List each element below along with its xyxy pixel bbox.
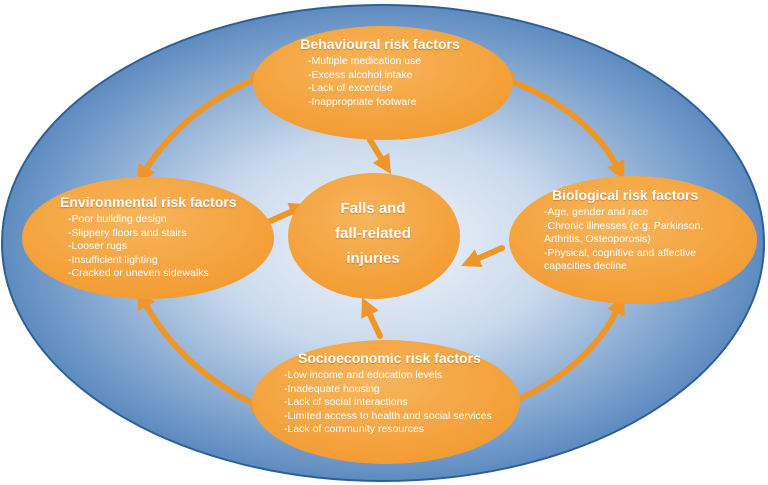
- list-item: capacities decline: [544, 260, 627, 272]
- list-item: -Slippery floors and stairs: [68, 226, 187, 239]
- list-item: -Lack of social interactions: [284, 396, 408, 408]
- list-item: Arthritis, Osteoporosis): [544, 233, 651, 245]
- environmental-node: [22, 177, 274, 299]
- socioeconomic-risk-factors: Socioeconomic risk factors -Low income a…: [276, 350, 536, 437]
- biological-title: Biological risk factors: [552, 187, 699, 203]
- center-line: injuries: [346, 250, 400, 267]
- list-item: -Looser rugs: [68, 240, 127, 252]
- list-item: -Multiple medication use: [308, 55, 422, 67]
- arrow-environmental-to-center: [265, 203, 309, 225]
- arrow-behavioural-biological: [493, 72, 625, 181]
- arrow-behavioural-environmental: [137, 70, 271, 185]
- biological-risk-factors: Biological risk factors -Age, gender and…: [512, 187, 752, 274]
- behavioural-node: [253, 26, 513, 140]
- list-item: -Inappropriate footware: [308, 95, 417, 108]
- list-item: -Cracked or uneven sidewalks: [68, 267, 209, 279]
- list-item: -Chronic illnesses (e.g. Parkinson,: [544, 219, 704, 232]
- arrow-environmental-socioeconomic: [137, 289, 271, 413]
- center-node: [288, 173, 460, 299]
- environmental-items: -Poor building design -Slippery floors a…: [68, 213, 260, 281]
- socioeconomic-title: Socioeconomic risk factors: [298, 350, 481, 366]
- list-item: -Inadequate housing: [284, 382, 380, 395]
- behavioural-risk-factors: Behavioural risk factors -Multiple medic…: [260, 36, 500, 109]
- socioeconomic-node: [252, 340, 520, 464]
- list-item: -Lack of excercise: [308, 82, 393, 94]
- behavioural-items: -Multiple medication use -Excess alcohol…: [308, 55, 500, 109]
- inner-arrows: [265, 137, 505, 339]
- list-item: -Poor building design: [68, 213, 167, 225]
- list-item: -Age, gender and race: [544, 206, 649, 218]
- environmental-title: Environmental risk factors: [60, 194, 237, 210]
- falls-and-injuries: Falls and fall-related injuries: [298, 196, 448, 271]
- list-item: -Physical, cognitive and affective: [544, 246, 697, 259]
- arrow-biological-socioeconomic: [497, 295, 625, 411]
- environmental-risk-factors: Environmental risk factors -Poor buildin…: [60, 194, 260, 281]
- list-item: -Low income and education levels: [284, 369, 443, 381]
- socioeconomic-items: -Low income and education levels -Inadeq…: [284, 369, 536, 437]
- arrow-socioeconomic-to-center: [361, 297, 383, 339]
- list-item: -Insufficient lighting: [68, 253, 158, 266]
- biological-items: -Age, gender and race -Chronic illnesses…: [544, 206, 752, 274]
- center-line: fall-related: [335, 225, 411, 242]
- biological-node: [509, 176, 757, 304]
- arrow-behavioural-to-center: [367, 137, 392, 175]
- list-item: -Excess alcohol intake: [308, 68, 413, 81]
- center-line: Falls and: [340, 200, 406, 217]
- outer-arrows: [137, 70, 625, 413]
- list-item: -Lack of community resources: [284, 423, 425, 435]
- behavioural-title: Behavioural risk factors: [300, 36, 460, 52]
- list-item: -Limited access to health and social ser…: [284, 409, 492, 422]
- arrow-biological-to-center: [461, 245, 505, 267]
